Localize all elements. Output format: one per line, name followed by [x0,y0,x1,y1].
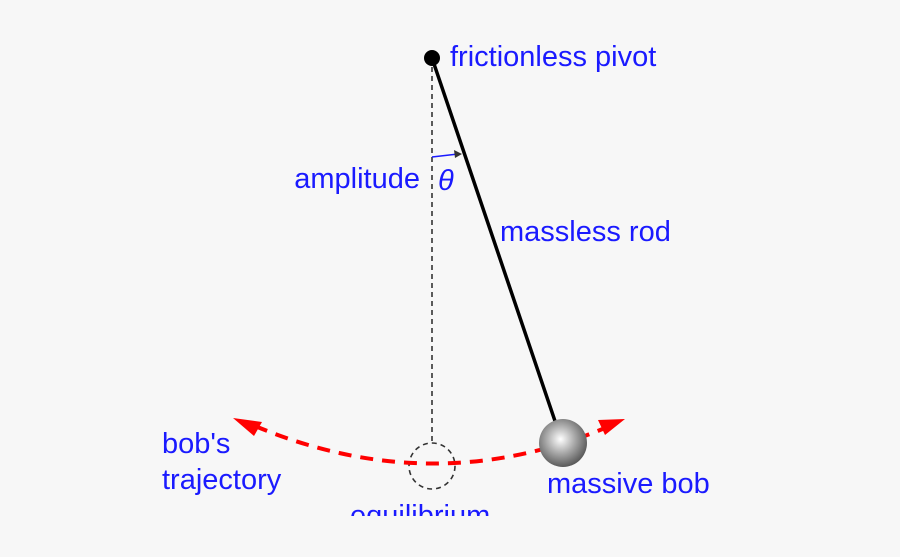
rod-label: massless rod [500,216,671,248]
massless-rod [430,57,558,425]
trajectory-label-line1: bob's [162,428,230,460]
trajectory-arrowhead-left [233,418,262,436]
amplitude-label: amplitude [294,163,420,195]
angle-arrow [431,153,459,158]
theta-label: θ [438,165,454,197]
pivot-label: frictionless pivot [450,41,656,73]
equilibrium-label: equilibrium [350,500,490,532]
equilibrium-position-circle [408,442,456,490]
pivot-point [424,50,440,66]
trajectory-arrowhead-right [598,419,625,435]
trajectory-label-line2: trajectory [162,464,282,496]
massive-bob [539,419,587,467]
bob-label: massive bob [547,468,710,500]
angle-arrowhead [454,150,462,158]
